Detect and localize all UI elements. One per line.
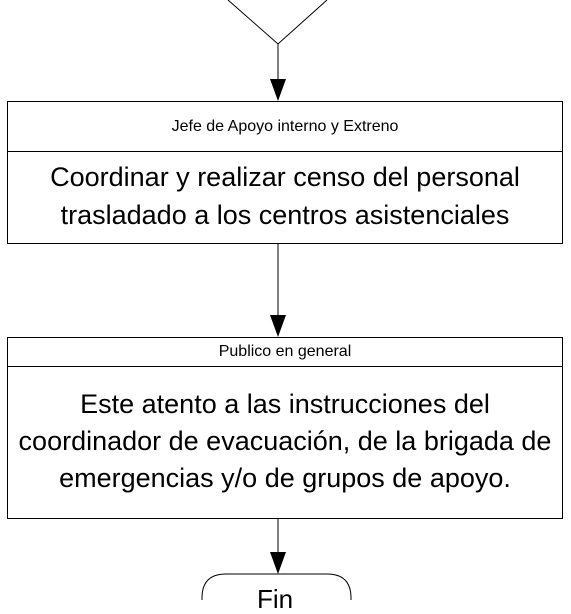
process-box-1-action: Coordinar y realizar censo del personal … [8, 152, 562, 243]
process-box-1-action-text: Coordinar y realizar censo del personal … [50, 161, 520, 230]
terminal-shape [201, 573, 352, 600]
decision-diamond-shape [227, 0, 328, 45]
arrowhead-2 [270, 315, 286, 337]
process-box-2-action-text: Este atento a las instrucciones del coor… [18, 389, 552, 493]
process-box-2: Publico en general Este atento a las ins… [7, 337, 563, 519]
arrowhead-3 [270, 552, 286, 574]
process-box-1: Jefe de Apoyo interno y Extreno Coordina… [7, 101, 563, 244]
arrowhead-1 [270, 79, 286, 101]
process-box-2-action: Este atento a las instrucciones del coor… [8, 367, 562, 518]
flowchart-connectors [201, 0, 352, 600]
process-box-1-role: Jefe de Apoyo interno y Extreno [8, 102, 562, 152]
flowchart: Jefe de Apoyo interno y Extreno Coordina… [7, 0, 563, 614]
terminal-label: Fin [256, 584, 294, 614]
process-box-2-role: Publico en general [8, 338, 562, 367]
